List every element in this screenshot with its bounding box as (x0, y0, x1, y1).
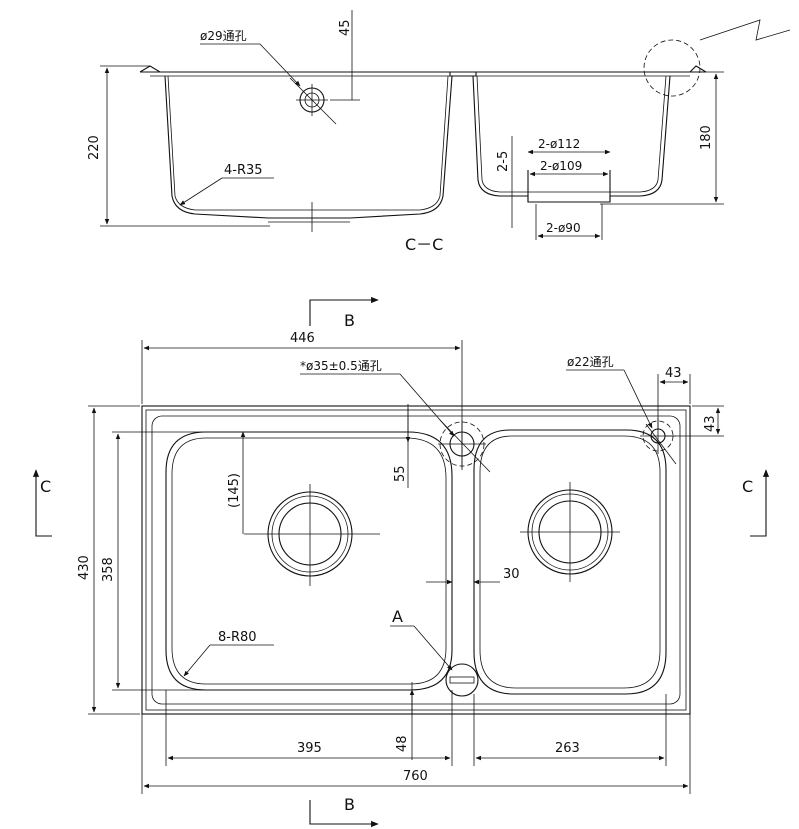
section-view: 220 45 ø29通孔 4-R35 180 2-5 2-ø112 2-ø109… (87, 10, 791, 254)
dim-plan-48: 48 (395, 735, 410, 752)
plan-outer-rim (141, 405, 691, 715)
dim-plan-30: 30 (503, 567, 520, 582)
plan-right-bowl (473, 429, 667, 695)
section-marker-c-left: C (40, 477, 51, 496)
dim-plan-760: 760 (403, 769, 428, 784)
section-marker-c-right: C (742, 477, 753, 496)
detail-circle (643, 39, 701, 97)
dim-plan-55: 55 (393, 465, 408, 482)
dim-section-gap: 2-5 (496, 151, 511, 172)
dim-section-220: 220 (87, 135, 102, 160)
dim-plan-263: 263 (555, 741, 580, 756)
dim-plan-430: 430 (77, 555, 92, 580)
dim-plan-446: 446 (290, 331, 315, 346)
dim-drain-hole: ø29通孔 (200, 29, 247, 43)
overflow-a (445, 663, 479, 697)
section-label-cc: C－C (405, 235, 443, 254)
dim-small-hole: ø22通孔 (567, 355, 614, 369)
dim-plan-radius: 8-R80 (218, 630, 257, 645)
dim-section-45: 45 (338, 19, 353, 36)
dim-plan-395: 395 (297, 741, 322, 756)
dim-section-radius: 4-R35 (224, 163, 263, 178)
dim-dia-109: 2-ø109 (540, 159, 582, 173)
dim-43-h: 43 (665, 366, 682, 381)
dim-tap-hole: *ø35±0.5通孔 (300, 359, 382, 373)
dim-43-v: 43 (703, 415, 718, 432)
dim-dia-90: 2-ø90 (546, 221, 581, 235)
dim-dia-112: 2-ø112 (538, 137, 580, 151)
section-marker-b-bottom: B (344, 795, 355, 814)
detail-label-a: A (392, 607, 403, 626)
dim-plan-145: (145) (227, 473, 242, 508)
dim-section-180: 180 (699, 125, 714, 150)
section-rim (139, 65, 707, 77)
right-bowl-profile (472, 75, 671, 203)
dim-plan-358: 358 (101, 557, 116, 582)
plan-left-bowl (165, 431, 453, 691)
plan-view: 446 *ø35±0.5通孔 ø22通孔 43 43 55 (145) 430 (32, 296, 770, 828)
section-marker-b-top: B (344, 311, 355, 330)
left-bowl-profile (164, 75, 453, 219)
